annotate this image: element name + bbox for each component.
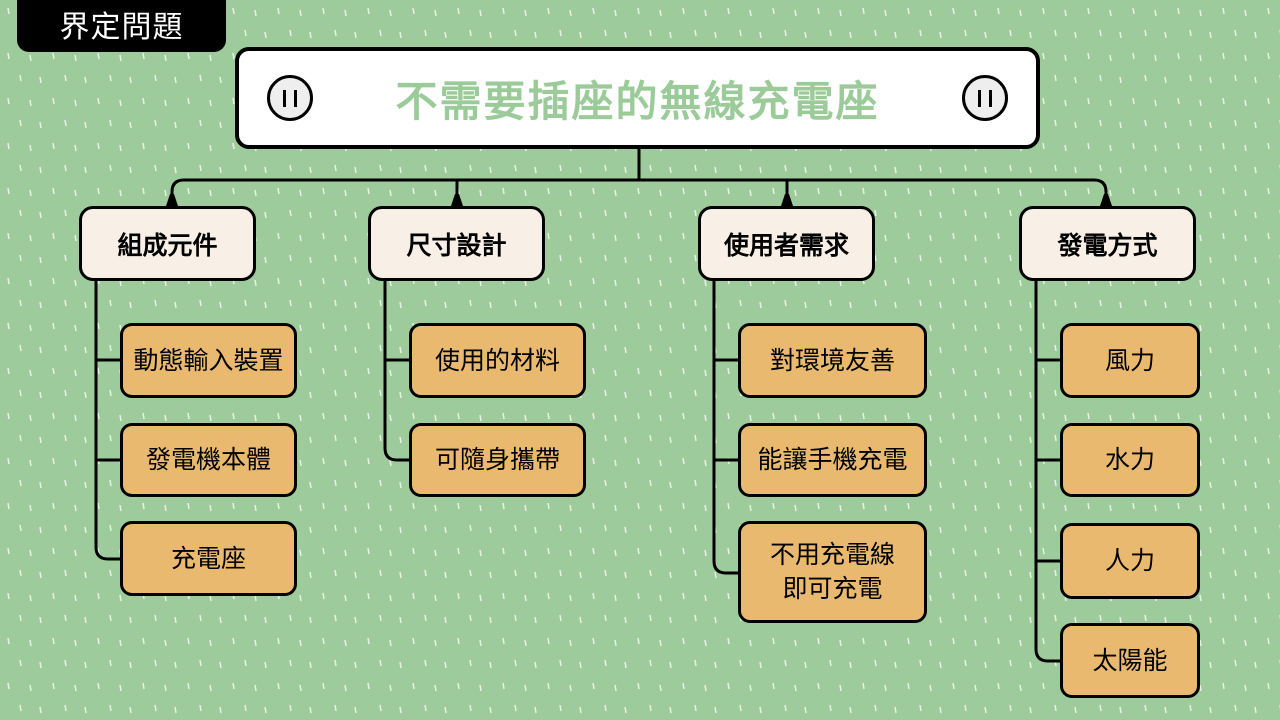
list-item: 可隨身攜帶: [409, 423, 586, 497]
list-item: 太陽能: [1060, 623, 1200, 698]
list-item: 動態輸入裝置: [120, 323, 297, 398]
list-item: 發電機本體: [120, 423, 297, 497]
list-item: 風力: [1060, 323, 1200, 398]
section-tag: 界定問題: [17, 0, 226, 52]
list-item: 充電座: [120, 521, 297, 596]
category-power-generation: 發電方式: [1019, 206, 1196, 281]
list-item: 人力: [1060, 523, 1200, 599]
power-socket-icon: [962, 75, 1008, 121]
category-components: 組成元件: [79, 206, 256, 281]
title-box: 不需要插座的無線充電座: [235, 47, 1040, 149]
list-item: 水力: [1060, 423, 1200, 497]
page-title: 不需要插座的無線充電座: [395, 76, 880, 126]
list-item: 不用充電線 即可充電: [738, 521, 927, 623]
list-item: 對環境友善: [738, 323, 927, 398]
list-item: 能讓手機充電: [738, 423, 927, 497]
category-user-needs: 使用者需求: [698, 206, 875, 281]
category-size-design: 尺寸設計: [368, 206, 545, 281]
power-socket-icon: [267, 75, 313, 121]
list-item: 使用的材料: [409, 323, 586, 398]
